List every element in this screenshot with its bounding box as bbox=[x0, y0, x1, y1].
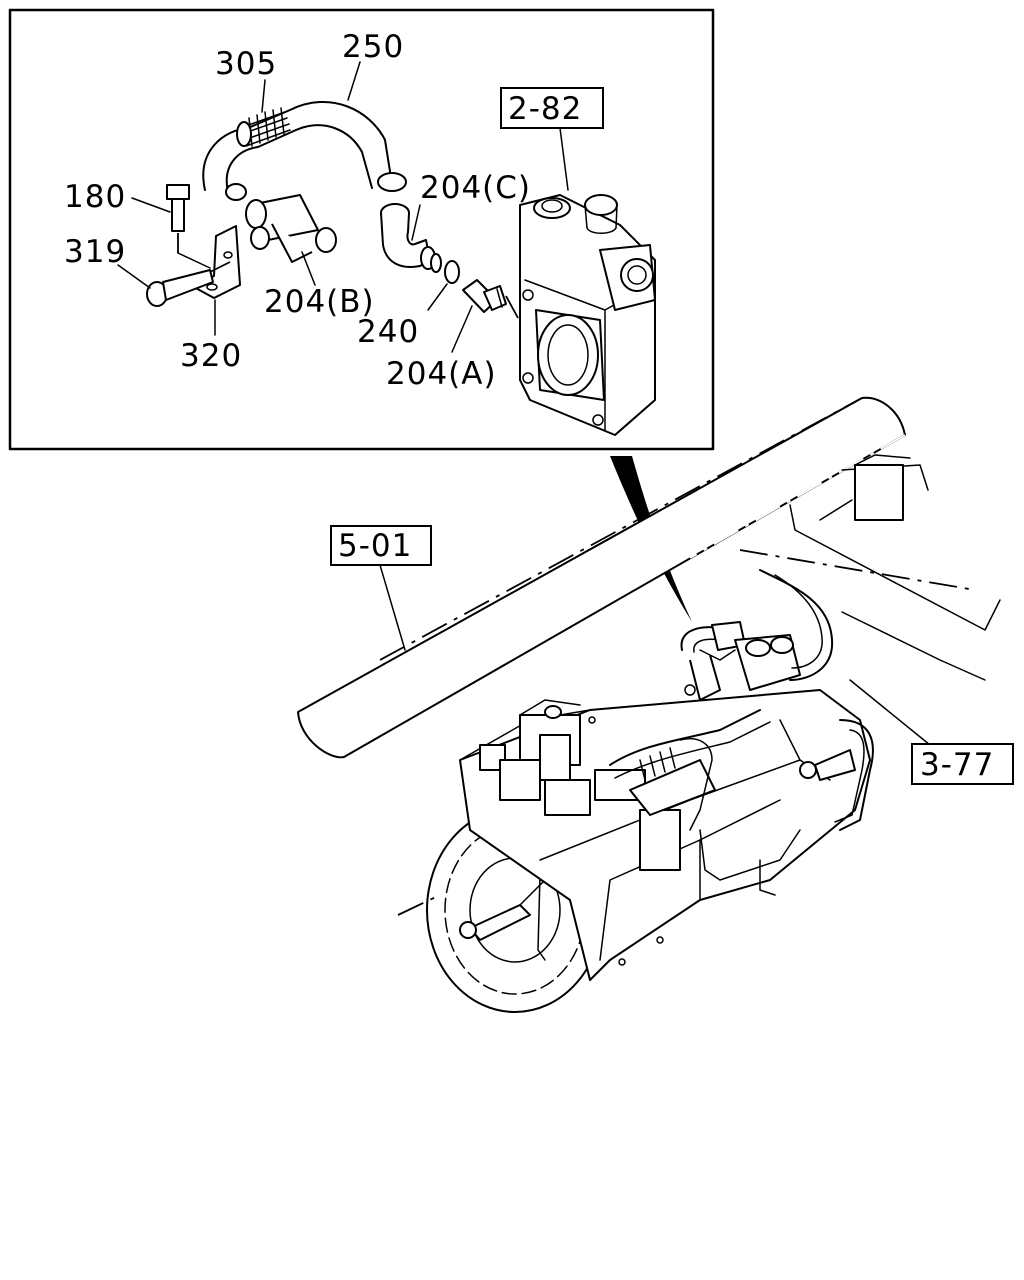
reference-2-82-label: 2-82 bbox=[508, 91, 582, 127]
frame-rail bbox=[297, 396, 1001, 759]
callout-320: 320 bbox=[180, 338, 242, 374]
callout-250: 250 bbox=[342, 29, 404, 65]
transmission-assembly bbox=[397, 569, 874, 1013]
callout-204c: 204(C) bbox=[420, 170, 531, 206]
hose-250 bbox=[202, 101, 407, 201]
bracket-320 bbox=[191, 225, 241, 299]
inset-leader-lines bbox=[117, 61, 569, 353]
tee-fitting-204b bbox=[245, 194, 337, 263]
corrugated-sleeve-305 bbox=[236, 107, 291, 147]
reference-box-2-82: 2-82 bbox=[500, 87, 604, 129]
reference-5-01-label: 5-01 bbox=[338, 528, 412, 564]
valve-body bbox=[519, 194, 656, 436]
callout-204a: 204(A) bbox=[386, 356, 497, 392]
leader-5-01 bbox=[379, 564, 406, 651]
fitting-204a bbox=[462, 279, 519, 319]
bolt-180 bbox=[166, 184, 211, 269]
reference-box-5-01: 5-01 bbox=[330, 525, 432, 566]
reference-3-77-label: 3-77 bbox=[920, 747, 994, 783]
callout-180: 180 bbox=[64, 179, 126, 215]
elbow-fitting-204c bbox=[380, 203, 442, 273]
leader-3-77 bbox=[849, 679, 931, 746]
callout-305: 305 bbox=[215, 46, 277, 82]
callout-204b: 204(B) bbox=[264, 284, 375, 320]
detail-inset: 305 250 180 319 204(B) 204(C) 240 320 20… bbox=[8, 8, 715, 451]
gasket-240 bbox=[444, 260, 460, 284]
callout-240: 240 bbox=[357, 314, 419, 350]
callout-319: 319 bbox=[64, 234, 126, 270]
bolt-319 bbox=[146, 261, 231, 307]
reference-box-3-77: 3-77 bbox=[911, 743, 1014, 785]
